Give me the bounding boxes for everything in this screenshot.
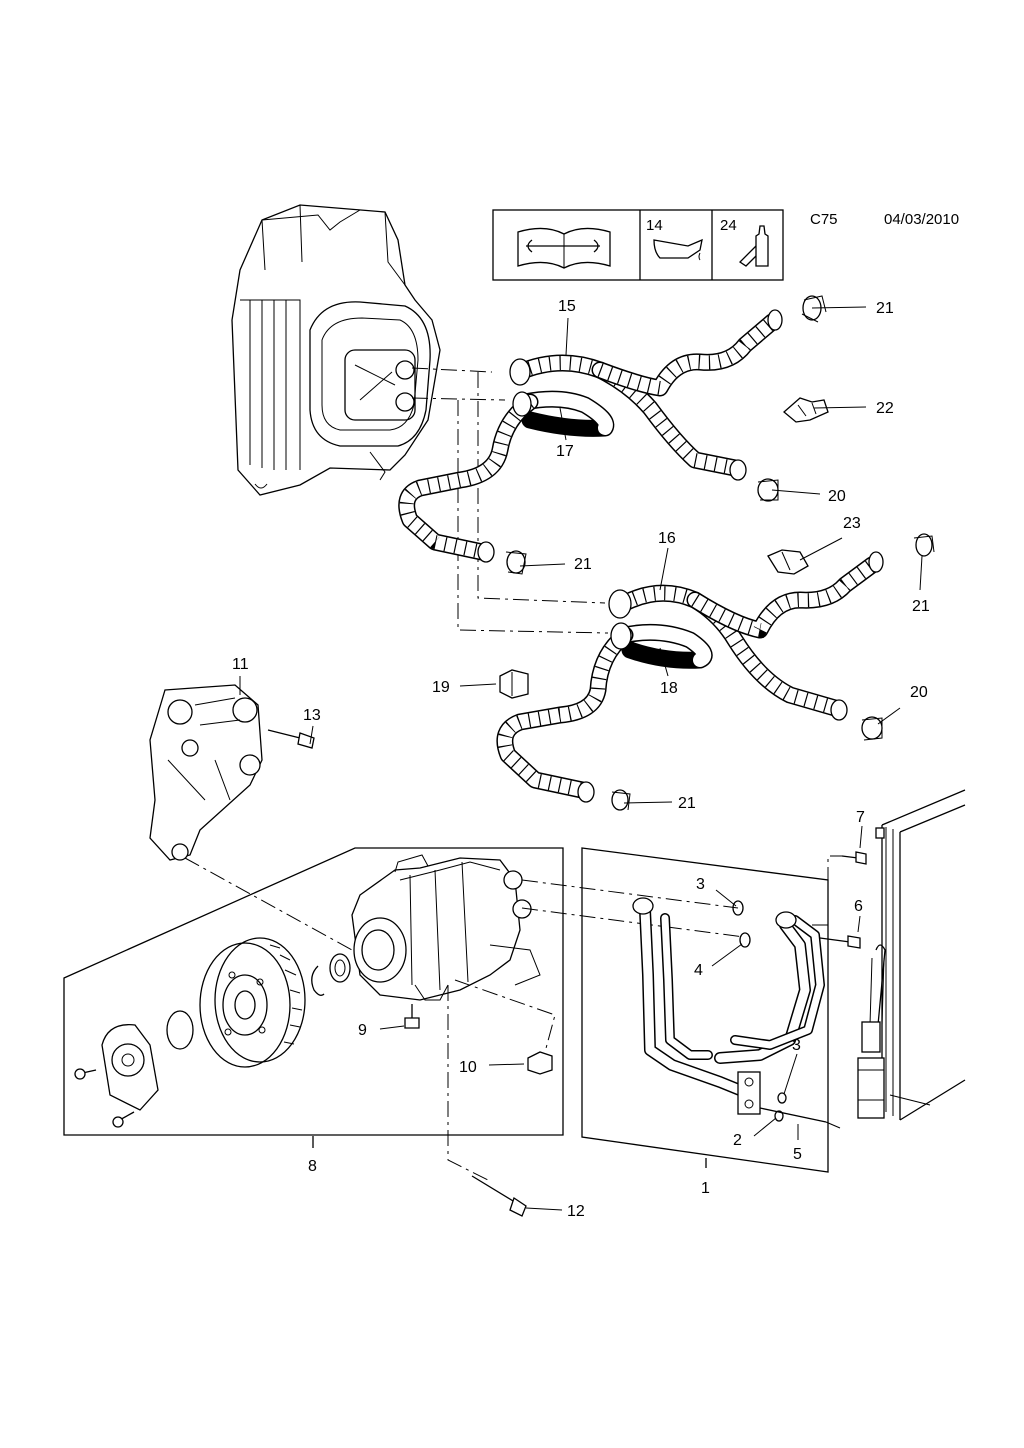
bolt-5 [759, 1107, 827, 1123]
o-ring-3a [732, 900, 744, 916]
callout-labels: 21 22 20 21 15 17 16 18 23 21 19 20 21 1… [232, 298, 930, 1220]
callout-21: 21 [574, 556, 592, 573]
callout-10: 10 [459, 1059, 477, 1076]
hose-clamp-21d [611, 789, 631, 811]
callout-17: 17 [556, 443, 574, 460]
switch-10 [527, 1051, 553, 1075]
hose-clamp-21a [801, 295, 827, 323]
callout-6: 6 [854, 898, 863, 915]
callout-18: 18 [660, 680, 678, 697]
ac-compressor [351, 854, 541, 1001]
callout-4: 4 [694, 962, 703, 979]
callout-21: 21 [678, 795, 696, 812]
refrigerant-line-assembly [632, 897, 825, 1115]
callout-2: 2 [733, 1132, 742, 1149]
callout-20: 20 [828, 488, 846, 505]
hose-clip-19 [499, 669, 529, 699]
bolt-6 [819, 935, 861, 949]
callout-12: 12 [567, 1203, 585, 1220]
diagram-date: 04/03/2010 [884, 211, 959, 228]
long-bolt-12 [471, 1175, 527, 1217]
callout-21: 21 [912, 598, 930, 615]
pulley [199, 937, 306, 1068]
callout-11: 11 [232, 656, 249, 673]
snap-ring-rear [311, 965, 325, 996]
bolt-13 [267, 729, 315, 749]
hose-clamp-21c [913, 533, 935, 557]
callout-8: 8 [308, 1158, 317, 1175]
callout-7: 7 [856, 809, 865, 826]
upper-hose-assembly [398, 309, 783, 563]
o-ring-2 [774, 1110, 784, 1122]
bearing-seal [329, 953, 351, 983]
leader-lines [239, 306, 923, 1211]
hose-clamp-20b [861, 716, 883, 741]
callout-22: 22 [876, 400, 894, 417]
oil-can-icon [653, 238, 703, 261]
o-ring-3b [777, 1092, 787, 1104]
oil-label: 14 [646, 217, 663, 234]
o-ring-4 [739, 932, 751, 948]
hose-clamp-21b [505, 550, 527, 575]
callout-3: 3 [792, 1037, 801, 1054]
diagram-code: C75 [810, 211, 838, 228]
callout-5: 5 [793, 1146, 802, 1163]
sealant-label: 24 [720, 217, 737, 234]
callout-13: 13 [303, 707, 321, 724]
hose-clamp-20a [757, 478, 779, 502]
callout-9: 9 [358, 1022, 367, 1039]
clutch-plate [101, 1024, 159, 1111]
hose-clip-22 [782, 397, 829, 423]
callout-21: 21 [876, 300, 894, 317]
snap-ring-front [166, 1010, 194, 1050]
callout-16: 16 [658, 530, 676, 547]
bolt-7 [841, 851, 867, 865]
legend-box: 14 24 C75 04/03/2010 [492, 209, 959, 281]
manual-wrench-icon [517, 227, 611, 269]
callout-3: 3 [696, 876, 705, 893]
compressor-bracket [149, 684, 263, 861]
refrigerant-line-frame [581, 847, 829, 1173]
callout-19: 19 [432, 679, 450, 696]
sealant-tube-icon [738, 225, 769, 267]
bolt-clutch-2 [112, 1111, 135, 1128]
lower-hose-assembly [496, 551, 884, 803]
condenser [857, 789, 966, 1121]
bolt-clutch-1 [74, 1068, 97, 1080]
heater-housing [231, 204, 441, 496]
callout-1: 1 [701, 1180, 710, 1197]
callout-20: 20 [910, 684, 928, 701]
bolt-9 [404, 1004, 420, 1029]
callout-15: 15 [558, 298, 576, 315]
hose-clip-23 [767, 549, 809, 575]
compressor-clutch-frame [63, 847, 564, 1136]
callout-23: 23 [843, 515, 861, 532]
